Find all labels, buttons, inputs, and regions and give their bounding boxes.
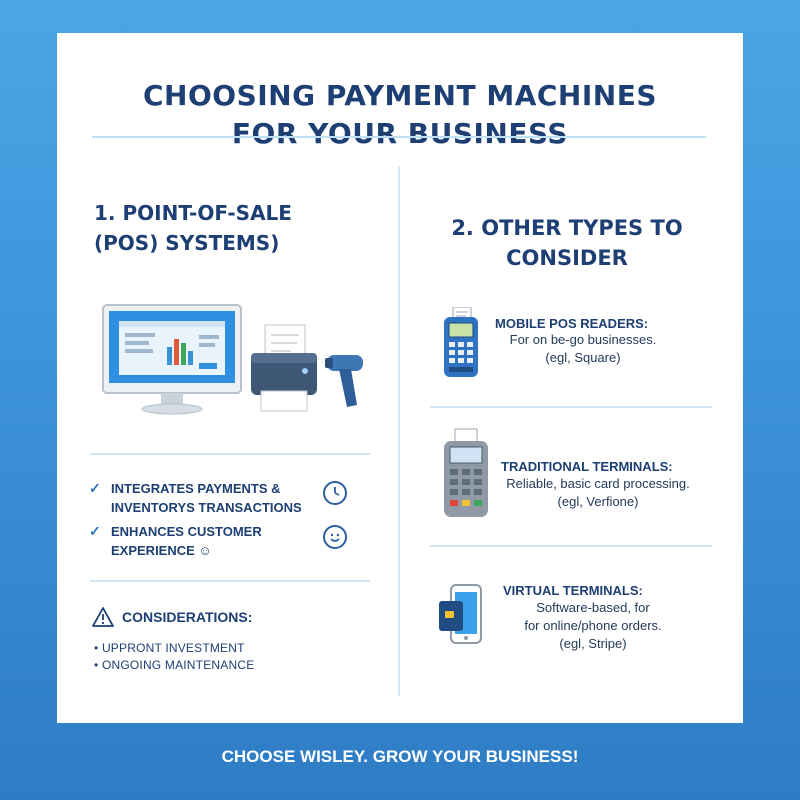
title-line-2: FOR YOUR BUSINESS bbox=[231, 117, 569, 150]
type-title: VIRTUAL TERMINALS: bbox=[503, 583, 643, 598]
consideration-item: • ONGOING MAINTENANCE bbox=[94, 658, 255, 672]
footer-slogan: CHOOSE WISLEY. GROW YOUR BUSINESS! bbox=[221, 747, 579, 766]
consideration-2: ONGOING MAINTENANCE bbox=[101, 658, 255, 672]
other-heading-line-1: 2. OTHER TYPES TO bbox=[451, 216, 683, 240]
type-3-line-2: for online/phone orders. bbox=[524, 618, 662, 633]
type-description: Software-based, for for online/phone ord… bbox=[483, 599, 703, 653]
infographic-card: CHOOSING PAYMENT MACHINES FOR YOUR BUSIN… bbox=[57, 33, 743, 723]
smartphone-card-icon bbox=[439, 584, 482, 644]
type-description: Reliable, basic card processing. (egl, V… bbox=[489, 475, 707, 511]
page-title: CHOOSING PAYMENT MACHINES FOR YOUR BUSIN… bbox=[57, 77, 743, 153]
benefit-text: INTEGRATES PAYMENTS & INVENTORYS TRANSAC… bbox=[111, 479, 311, 517]
pos-heading-line-1: 1. POINT-OF-SALE bbox=[94, 201, 292, 225]
card-terminal-icon bbox=[444, 428, 488, 517]
benefit-1-line-1: INTEGRATES PAYMENTS & bbox=[111, 481, 281, 496]
smiley-icon bbox=[323, 525, 347, 549]
benefit-2-line-2: EXPERIENCE ☺ bbox=[111, 543, 212, 558]
warning-icon bbox=[92, 607, 114, 627]
considerations-label: CONSIDERATIONS: bbox=[122, 609, 253, 625]
type-description: For on be-go businesses. (egl, Square) bbox=[493, 331, 673, 367]
type-1-line-2: (egl, Square) bbox=[545, 350, 621, 365]
mobile-pos-reader-icon bbox=[444, 307, 478, 377]
considerations-title: CONSIDERATIONS: bbox=[92, 607, 252, 627]
type-title: TRADITIONAL TERMINALS: bbox=[501, 459, 673, 474]
type-3-line-3: (egl, Stripe) bbox=[559, 636, 627, 651]
pos-separator-1 bbox=[90, 453, 370, 455]
types-separator-1 bbox=[430, 406, 712, 408]
pos-separator-2 bbox=[90, 580, 370, 582]
benefit-1-line-2: INVENTORYS TRANSACTIONS bbox=[111, 500, 302, 515]
title-divider bbox=[92, 136, 706, 138]
consideration-1: UPPRONT INVESTMENT bbox=[101, 641, 245, 655]
consideration-item: • UPPRONT INVESTMENT bbox=[94, 641, 245, 655]
types-separator-2 bbox=[430, 545, 712, 547]
pos-illustration bbox=[102, 304, 363, 415]
type-title: MOBILE POS READERS: bbox=[495, 316, 649, 331]
checkmark-icon: ✓ bbox=[89, 480, 101, 496]
type-3-line-1: Software-based, for bbox=[536, 600, 650, 615]
checkmark-icon: ✓ bbox=[89, 523, 101, 539]
monitor-icon bbox=[102, 304, 242, 415]
other-types-heading: 2. OTHER TYPES TO CONSIDER bbox=[417, 213, 717, 273]
column-divider bbox=[398, 166, 400, 696]
receipt-printer-icon bbox=[251, 324, 317, 412]
pos-heading-line-2: (POS) SYSTEMS) bbox=[94, 231, 280, 255]
clock-icon bbox=[323, 481, 347, 505]
type-2-line-1: Reliable, basic card processing. bbox=[506, 476, 690, 491]
pos-heading: 1. POINT-OF-SALE (POS) SYSTEMS) bbox=[94, 198, 384, 258]
type-1-line-1: For on be-go businesses. bbox=[509, 332, 657, 347]
other-heading-line-2: CONSIDER bbox=[506, 246, 628, 270]
title-line-1: CHOOSING PAYMENT MACHINES bbox=[143, 79, 657, 112]
benefit-2-line-1: ENHANCES CUSTOMER bbox=[111, 524, 262, 539]
type-2-line-2: (egl, Verfione) bbox=[557, 494, 639, 509]
benefit-text: ENHANCES CUSTOMER EXPERIENCE ☺ bbox=[111, 522, 311, 560]
barcode-scanner-icon bbox=[325, 355, 363, 407]
